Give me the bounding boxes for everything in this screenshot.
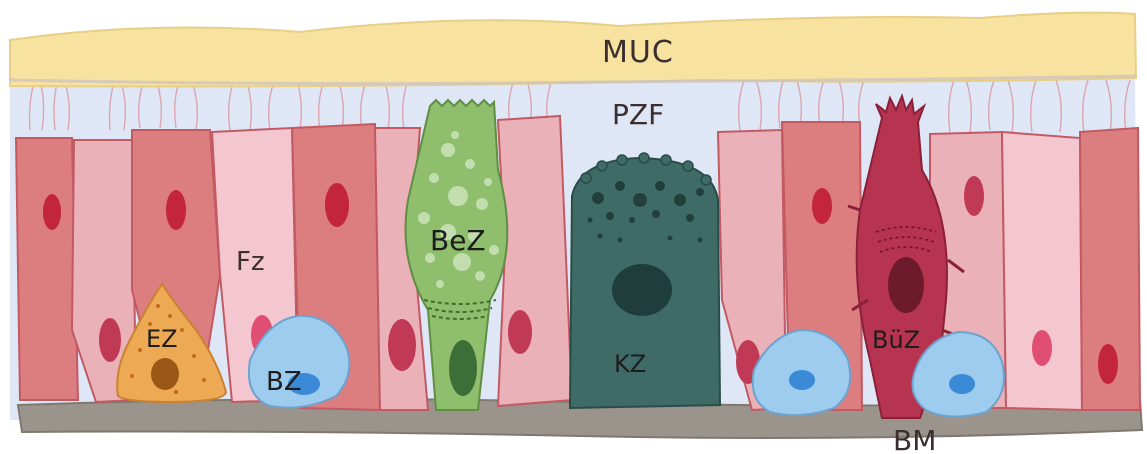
- label-mucus: MUC: [602, 35, 674, 70]
- brush-cell-nucleus: [888, 257, 924, 313]
- club-cell-nucleus: [612, 264, 672, 316]
- ciliated-cell-nucleus-middle: [508, 310, 532, 354]
- label-basal-cell: BZ: [266, 367, 302, 397]
- label-brush-cell: BüZ: [872, 326, 920, 354]
- label-ciliated-cell: Fz: [236, 247, 265, 277]
- label-neuroendocrine-cell: EZ: [146, 325, 178, 353]
- label-goblet-cell: BeZ: [430, 224, 486, 257]
- neuroendocrine-cell-nucleus: [151, 358, 179, 390]
- ciliated-cells-middle: [498, 116, 572, 406]
- label-club-cell: KZ: [614, 350, 646, 378]
- label-periciliary-fluid: PZF: [612, 98, 664, 131]
- mucus-layer: [10, 13, 1136, 87]
- goblet-cell-nucleus: [449, 340, 477, 396]
- label-basement-membrane: BM: [893, 424, 936, 454]
